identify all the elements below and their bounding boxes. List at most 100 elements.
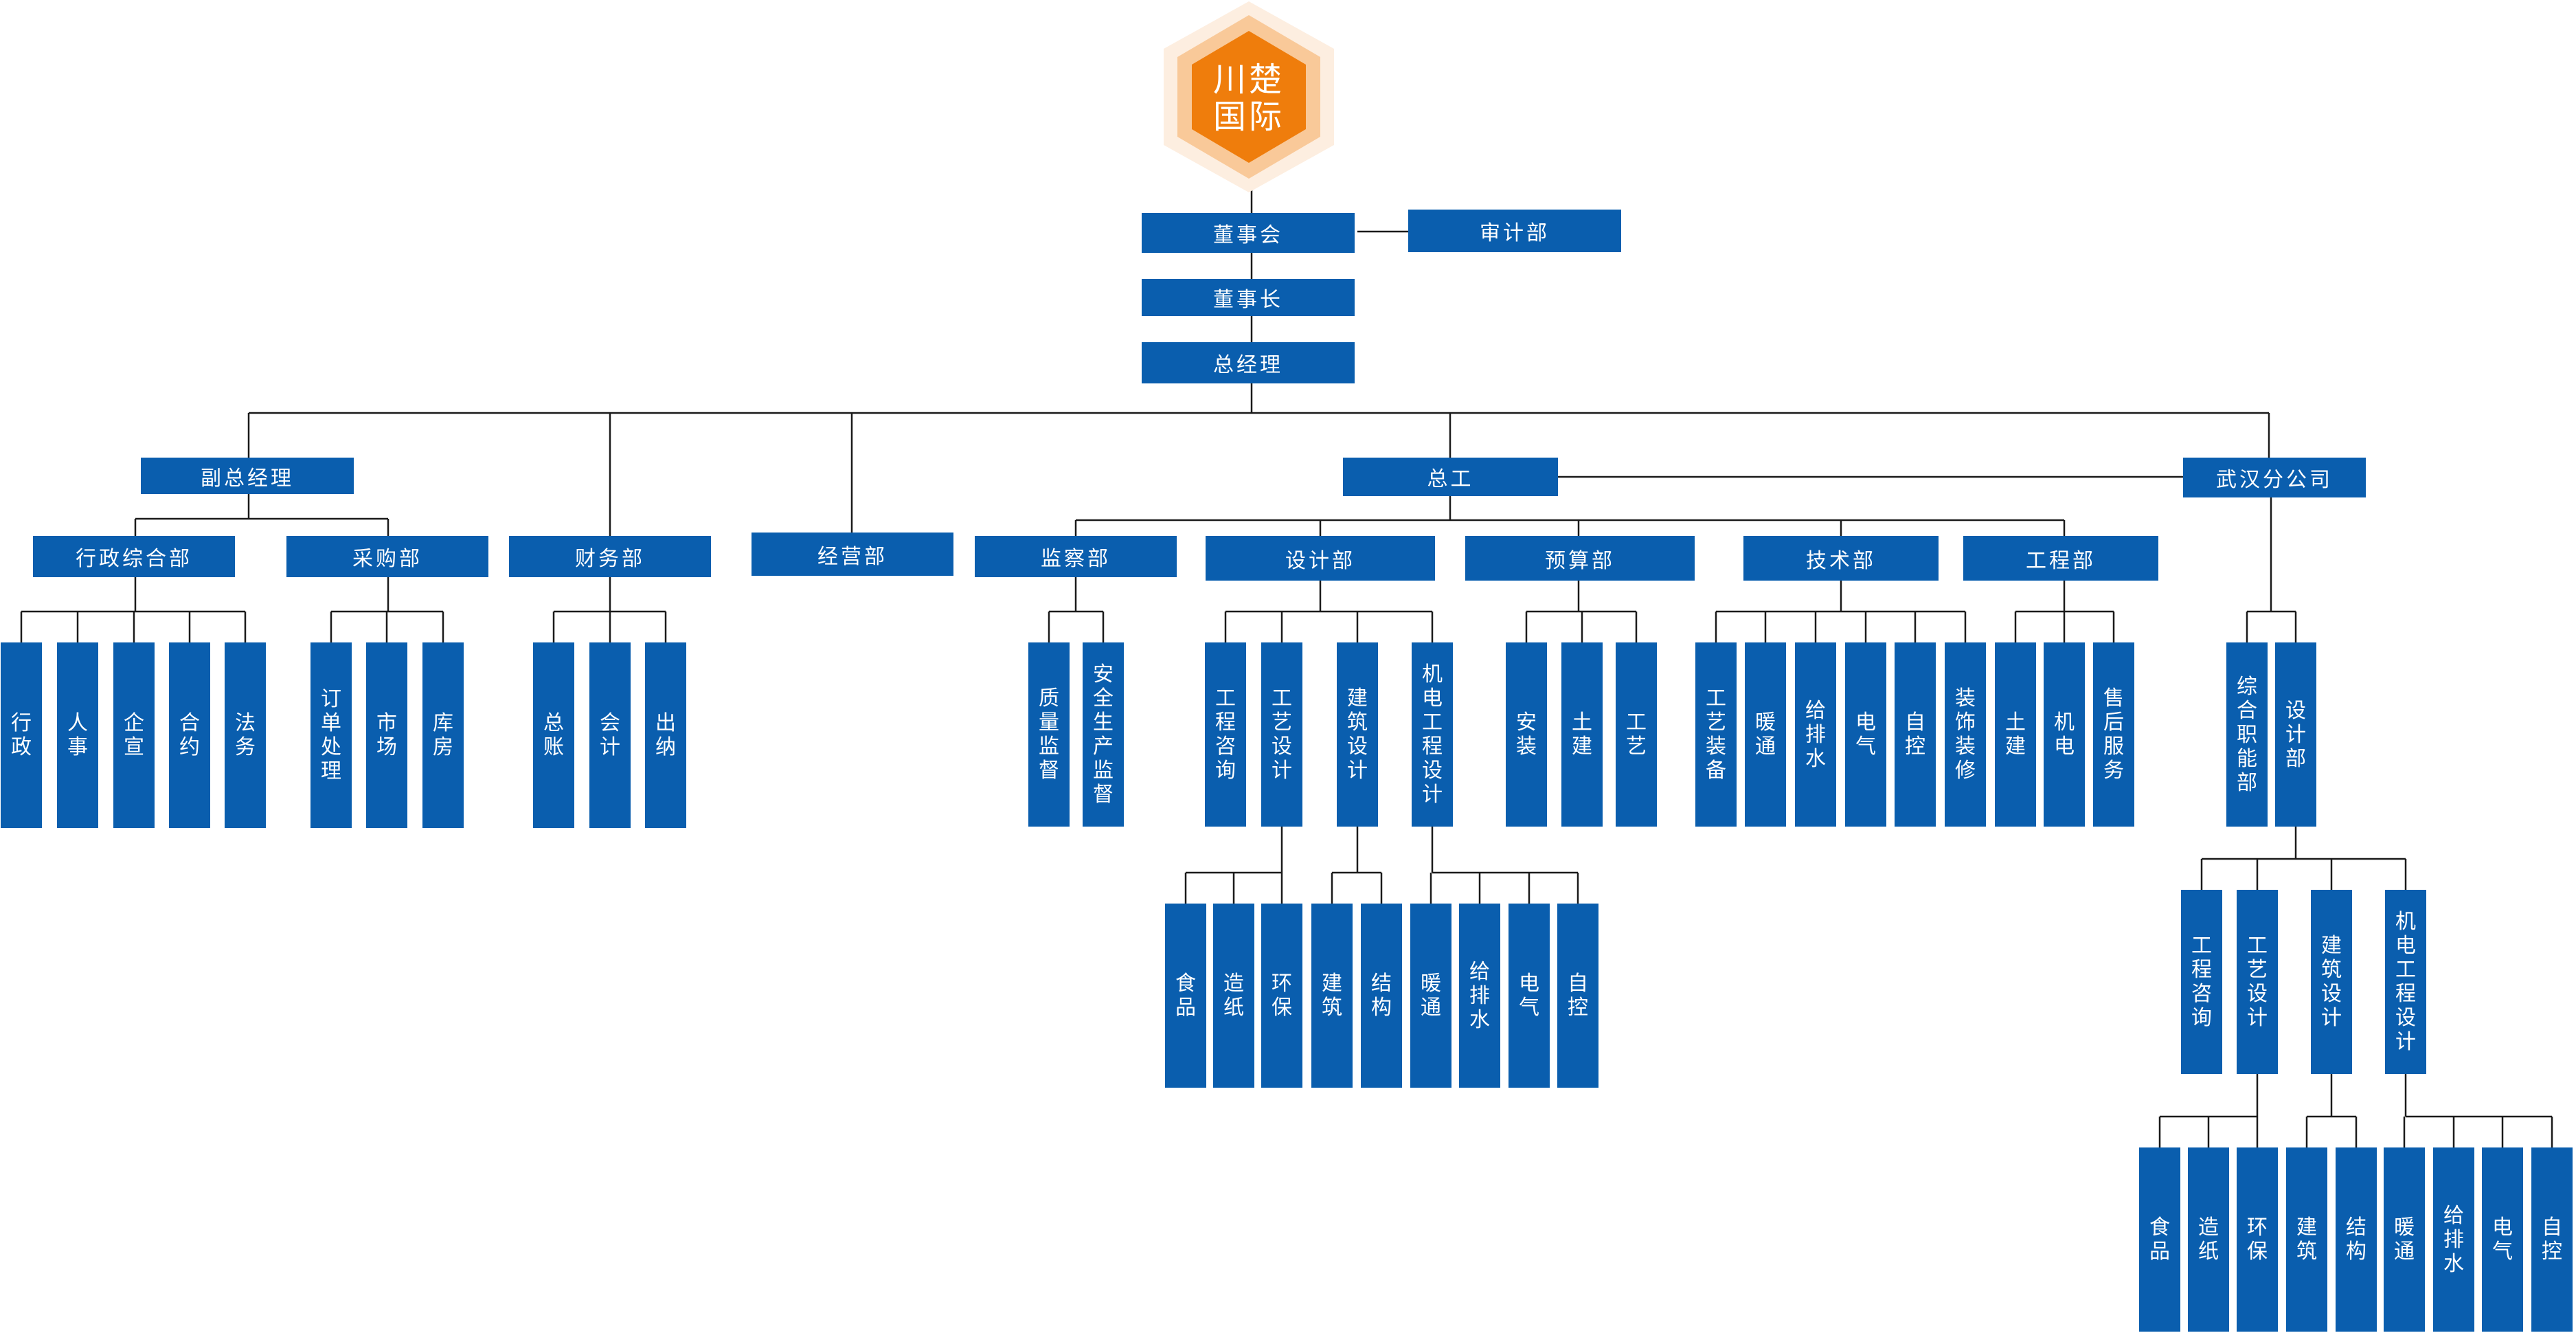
technology-item-label: 电气 bbox=[1855, 711, 1876, 758]
admin-item-box: 人事 bbox=[57, 642, 98, 828]
wuhan-item-label: 设计部 bbox=[2285, 699, 2306, 770]
admin-item-box: 企宣 bbox=[113, 642, 155, 828]
wuhan-design-item-label: 工艺设计 bbox=[2247, 934, 2268, 1029]
wuhan-design-sub-item-label: 环保 bbox=[2247, 1216, 2268, 1263]
design-sub-item-label: 给排水 bbox=[1469, 960, 1490, 1031]
wuhan-design-sub-item-label: 电气 bbox=[2492, 1216, 2513, 1263]
technology-item-box: 装饰装修 bbox=[1945, 642, 1986, 827]
design-sub-item-label: 建筑 bbox=[1322, 972, 1342, 1019]
purchasing-dept-box: 采购部 bbox=[286, 536, 488, 577]
budget-item-box: 工艺 bbox=[1616, 642, 1657, 827]
technology-item-label: 工艺装备 bbox=[1706, 687, 1726, 782]
wuhan-design-sub-item-box: 电气 bbox=[2482, 1147, 2523, 1332]
admin-dept-label: 行政综合部 bbox=[76, 548, 192, 570]
wuhan-design-sub-item-box: 暖通 bbox=[2384, 1147, 2425, 1332]
technology-item-label: 装饰装修 bbox=[1955, 687, 1976, 782]
vice-gm-box: 副总经理 bbox=[141, 458, 354, 494]
wuhan-item-label: 综合职能部 bbox=[2237, 675, 2257, 794]
design-item-box: 机电工程设计 bbox=[1412, 642, 1453, 827]
wuhan-design-sub-item-label: 结构 bbox=[2346, 1216, 2366, 1263]
budget-dept-label: 预算部 bbox=[1545, 549, 1615, 572]
logo-hexagon-inner bbox=[1192, 31, 1306, 163]
wuhan-design-sub-item-label: 建筑 bbox=[2296, 1216, 2317, 1263]
wuhan-design-item-label: 机电工程设计 bbox=[2395, 910, 2416, 1053]
supervision-item-box: 安全生产监督 bbox=[1083, 642, 1124, 827]
admin-item-box: 法务 bbox=[225, 642, 266, 828]
design-sub-item-box: 电气 bbox=[1509, 904, 1550, 1088]
finance-item-label: 出纳 bbox=[655, 712, 676, 759]
engineering-item-box: 机电 bbox=[2044, 642, 2085, 827]
technology-item-label: 给排水 bbox=[1805, 699, 1826, 770]
design-sub-item-box: 自控 bbox=[1557, 904, 1598, 1088]
wuhan-design-sub-item-label: 暖通 bbox=[2394, 1216, 2415, 1263]
business-dept-box: 经营部 bbox=[752, 533, 953, 576]
audit-label: 审计部 bbox=[1480, 222, 1550, 245]
finance-item-box: 总账 bbox=[533, 642, 574, 828]
admin-dept-box: 行政综合部 bbox=[33, 536, 235, 577]
design-sub-item-label: 环保 bbox=[1272, 972, 1292, 1019]
wuhan-design-item-label: 工程咨询 bbox=[2191, 934, 2212, 1029]
finance-dept-label: 财务部 bbox=[575, 548, 645, 570]
company-logo bbox=[1164, 1, 1334, 192]
wuhan-design-item-box: 工艺设计 bbox=[2237, 890, 2278, 1074]
supervision-dept-label: 监察部 bbox=[1041, 548, 1111, 570]
design-sub-item-box: 建筑 bbox=[1311, 904, 1353, 1088]
logo-text-line-1: 川楚 bbox=[1212, 62, 1285, 98]
design-sub-item-label: 结构 bbox=[1371, 972, 1392, 1019]
purchasing-item-label: 库房 bbox=[433, 712, 453, 759]
wuhan-branch-label: 武汉分公司 bbox=[2216, 469, 2333, 491]
engineering-dept-label: 工程部 bbox=[2026, 549, 2096, 572]
supervision-item-box: 质量监督 bbox=[1028, 642, 1070, 827]
wuhan-design-item-label: 建筑设计 bbox=[2321, 934, 2342, 1029]
wuhan-item-box: 综合职能部 bbox=[2226, 642, 2268, 827]
technology-dept-box: 技术部 bbox=[1743, 536, 1939, 581]
wuhan-branch-box: 武汉分公司 bbox=[2183, 458, 2366, 497]
admin-item-box: 行政 bbox=[1, 642, 42, 828]
wuhan-design-sub-item-label: 造纸 bbox=[2198, 1216, 2219, 1263]
wuhan-design-sub-item-label: 给排水 bbox=[2443, 1204, 2464, 1275]
supervision-item-label: 质量监督 bbox=[1039, 687, 1059, 782]
wuhan-design-sub-item-label: 自控 bbox=[2542, 1216, 2562, 1263]
technology-item-box: 工艺装备 bbox=[1695, 642, 1737, 827]
technology-dept-label: 技术部 bbox=[1806, 549, 1876, 572]
logo-text-line-2: 国际 bbox=[1212, 99, 1285, 135]
budget-item-box: 土建 bbox=[1561, 642, 1603, 827]
budget-item-label: 土建 bbox=[1572, 711, 1592, 758]
admin-item-label: 企宣 bbox=[124, 712, 144, 759]
board-box: 董事会 bbox=[1142, 213, 1355, 253]
chief-engineer-label: 总工 bbox=[1427, 468, 1474, 491]
board-label: 董事会 bbox=[1213, 224, 1283, 247]
design-sub-item-label: 食品 bbox=[1175, 972, 1196, 1019]
design-sub-item-box: 环保 bbox=[1261, 904, 1302, 1088]
wuhan-design-item-box: 建筑设计 bbox=[2311, 890, 2352, 1074]
purchasing-item-box: 库房 bbox=[422, 642, 464, 828]
wuhan-design-sub-item-box: 自控 bbox=[2531, 1147, 2573, 1332]
design-sub-item-label: 电气 bbox=[1519, 972, 1539, 1019]
purchasing-item-box: 市场 bbox=[366, 642, 407, 828]
design-item-box: 工艺设计 bbox=[1261, 642, 1302, 827]
wuhan-design-sub-item-box: 食品 bbox=[2139, 1147, 2180, 1332]
chief-engineer-box: 总工 bbox=[1343, 458, 1558, 496]
budget-item-label: 工艺 bbox=[1626, 711, 1647, 758]
budget-dept-box: 预算部 bbox=[1465, 536, 1695, 581]
wuhan-design-item-box: 工程咨询 bbox=[2181, 890, 2222, 1074]
design-sub-item-box: 暖通 bbox=[1410, 904, 1451, 1088]
purchasing-item-label: 市场 bbox=[376, 712, 397, 759]
general-manager-box: 总经理 bbox=[1142, 342, 1355, 383]
engineering-item-label: 土建 bbox=[2005, 711, 2026, 758]
purchasing-dept-label: 采购部 bbox=[352, 548, 422, 570]
purchasing-item-label: 订单处理 bbox=[321, 688, 341, 783]
business-dept-label: 经营部 bbox=[817, 545, 888, 568]
finance-item-box: 出纳 bbox=[645, 642, 686, 828]
technology-item-label: 自控 bbox=[1905, 711, 1925, 758]
design-sub-item-label: 暖通 bbox=[1421, 972, 1441, 1019]
design-dept-label: 设计部 bbox=[1285, 549, 1355, 572]
wuhan-design-sub-item-label: 食品 bbox=[2149, 1216, 2170, 1263]
design-sub-item-box: 食品 bbox=[1165, 904, 1206, 1088]
design-item-box: 建筑设计 bbox=[1337, 642, 1378, 827]
design-sub-item-box: 结构 bbox=[1361, 904, 1402, 1088]
wuhan-design-sub-item-box: 建筑 bbox=[2286, 1147, 2327, 1332]
admin-item-label: 法务 bbox=[235, 712, 256, 759]
budget-item-label: 安装 bbox=[1516, 711, 1537, 758]
technology-item-label: 暖通 bbox=[1755, 711, 1776, 758]
